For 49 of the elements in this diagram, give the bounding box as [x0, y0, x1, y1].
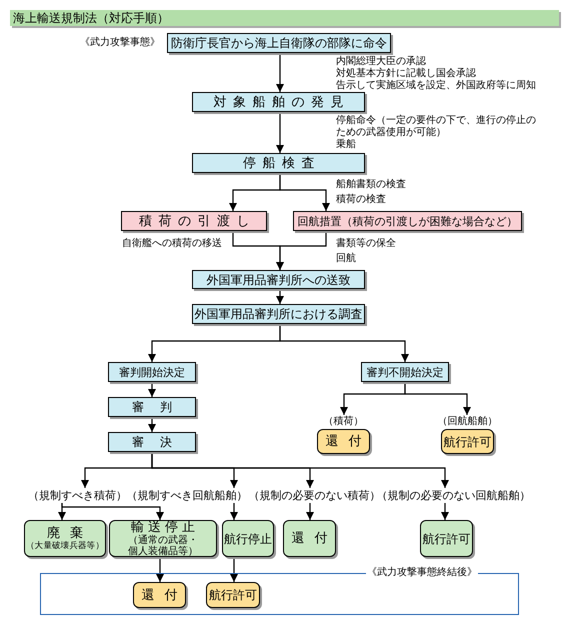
- process-box: 外国軍用品審判所への送致: [192, 270, 365, 289]
- frame-heading: 《武力攻撃事態終結後》: [366, 567, 478, 579]
- note-text: 告示して実施区域を設定、外国政府等に周知: [336, 80, 536, 92]
- arrow: [276, 231, 327, 270]
- title-bar: 海上輸送規制法（対応手順）: [10, 10, 559, 26]
- arrow: [276, 53, 284, 92]
- note-text: 船舶書類の検査: [336, 179, 406, 191]
- outcome-box: 航行許可: [420, 520, 473, 557]
- outcome-box: 廃棄 （大量破壊兵器等）: [24, 520, 106, 557]
- note-text: 書類等の保全: [336, 238, 396, 250]
- arrow: [279, 324, 409, 362]
- process-box: 停船検査: [192, 153, 365, 173]
- process-box: 積荷の引渡し: [121, 211, 267, 231]
- process-box: 防衛庁長官から海上自衛隊の部隊に命令: [167, 33, 391, 53]
- process-box: 回航措置（積荷の引渡しが困難な場合など）: [293, 211, 522, 231]
- arrow: [276, 112, 284, 153]
- arrow: [306, 503, 314, 520]
- arrow: [441, 503, 449, 520]
- arrow: [404, 382, 471, 415]
- outcome-box: 航行停止: [222, 520, 274, 557]
- process-box: 審決: [108, 432, 196, 452]
- note-text: 内閣総理大臣の承認: [336, 56, 426, 68]
- note-text: 積荷の検査: [336, 194, 386, 206]
- process-box: 審判不開始決定: [361, 362, 449, 382]
- outcome-box: 航行許可: [441, 429, 494, 454]
- arrow: [148, 382, 156, 397]
- note-text: 停船命令（一定の要件の下で、進行の停止のための武器使用が可能）: [336, 115, 537, 138]
- arrow: [279, 173, 330, 211]
- arrow: [230, 503, 238, 520]
- arrow: [61, 503, 164, 520]
- outcome-box: 輸送停止 （通常の武器・個人装備品等）: [109, 520, 217, 557]
- note-text: 対処基本方針に記載し国会承認: [336, 68, 476, 80]
- outcome-box: 還付: [317, 429, 370, 454]
- outcome-box: 航行許可: [206, 582, 260, 608]
- process-box: 審判: [108, 397, 196, 417]
- arrow: [148, 417, 156, 432]
- process-box: 審判開始決定: [108, 362, 196, 382]
- process-box: 対象船舶の発見: [192, 92, 365, 112]
- arrow: [156, 557, 164, 582]
- outcome-box: 還付: [283, 520, 336, 557]
- arrow: [151, 452, 449, 488]
- outcome-box: 還付: [133, 582, 186, 608]
- arrow: [230, 557, 238, 582]
- category-text: （規制の必要のない回航船舶）: [381, 488, 526, 503]
- arrow: [276, 289, 284, 304]
- process-box: 外国軍用品審判所における調査: [192, 304, 365, 324]
- note-text: 乗船: [336, 139, 356, 151]
- note-text: 回航: [336, 253, 356, 265]
- note-text: 自衛艦への積荷の移送: [122, 238, 222, 250]
